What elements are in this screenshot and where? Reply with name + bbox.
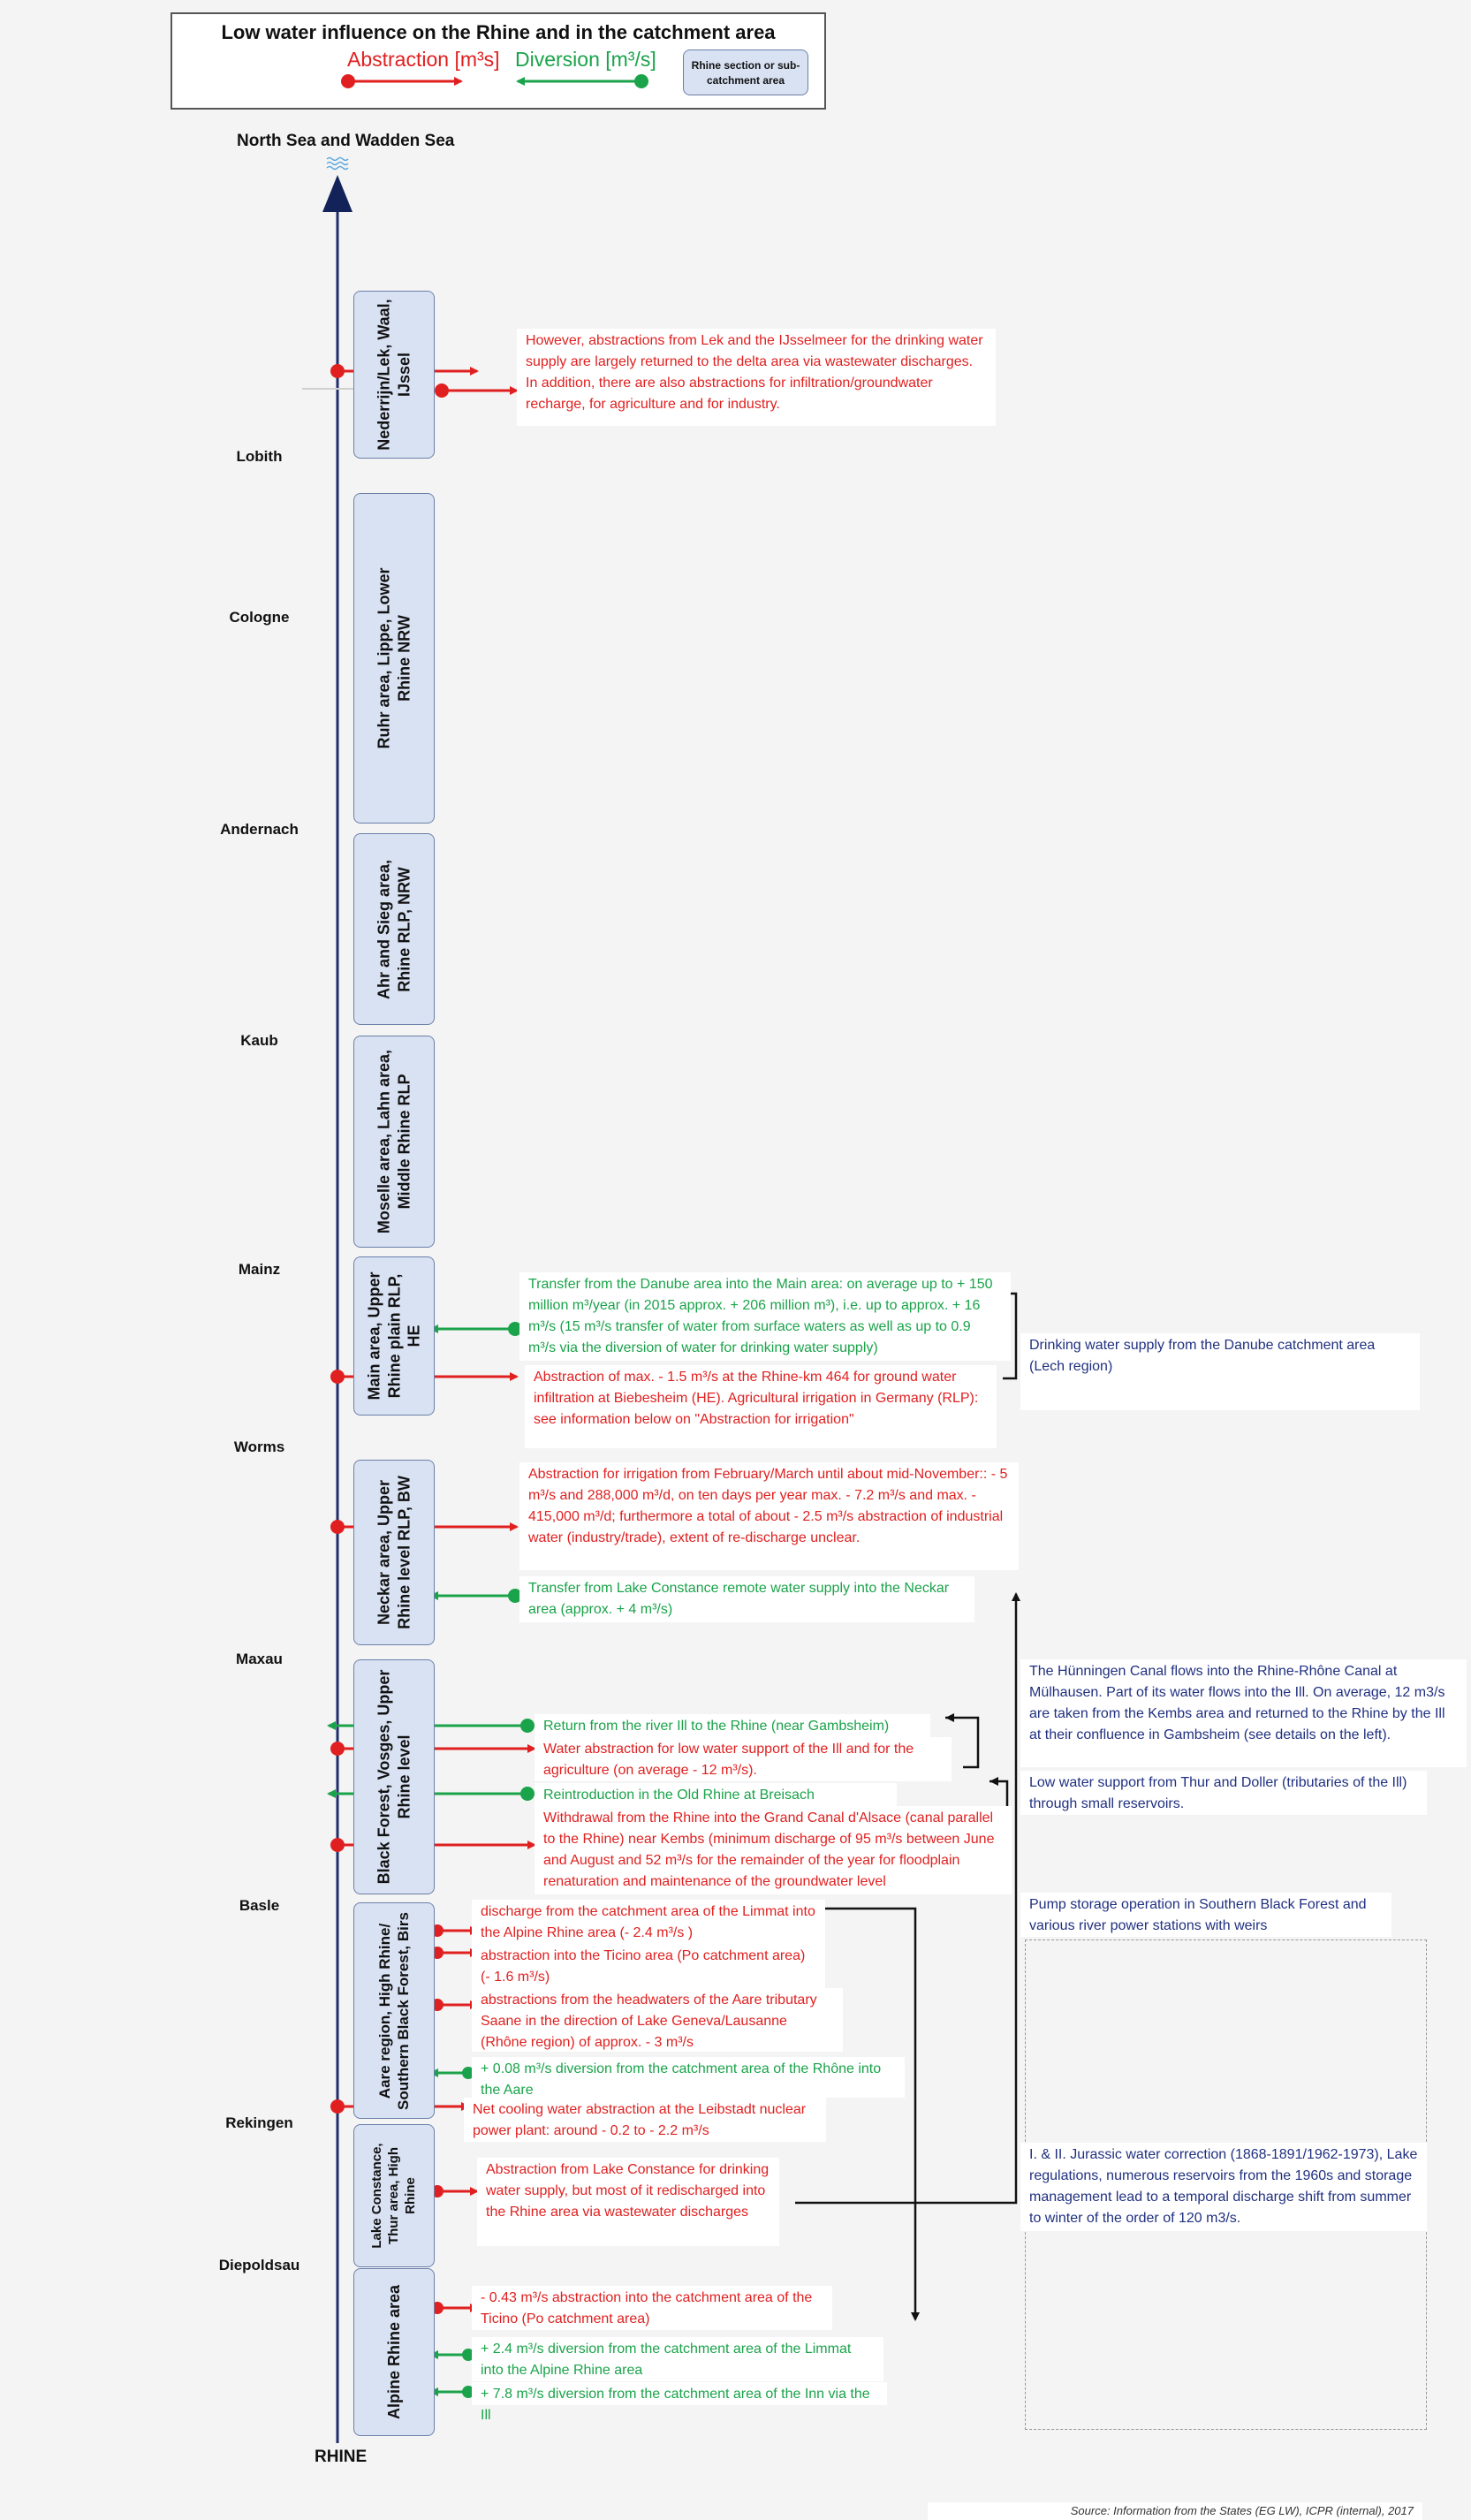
station-andernach: Andernach	[220, 821, 299, 838]
legend-diversion-arrow	[516, 74, 648, 88]
note-limmat: discharge from the catchment area of the…	[472, 1900, 825, 1944]
sea-label: North Sea and Wadden Sea	[237, 132, 455, 150]
section-label: Lake Constance, Thur area, High Rhine	[368, 2143, 418, 2249]
note-breisach: Reintroduction in the Old Rhine at Breis…	[535, 1783, 897, 1806]
river-mouth-arrowhead	[322, 175, 353, 212]
note-ill-return: Return from the river Ill to the Rhine (…	[535, 1714, 930, 1737]
section-label: Aare region, High Rhine/ Southern Black …	[375, 1911, 412, 2110]
station-kaub: Kaub	[240, 1032, 278, 1049]
note-jura: I. & II. Jurassic water correction (1868…	[1020, 2143, 1427, 2231]
section-label: Nederrijn/Lek, Waal, IJssel	[375, 299, 413, 451]
legend: Low water influence on the Rhine and in …	[171, 12, 826, 110]
section-label: Neckar area, Upper Rhine level RLP, BW	[375, 1476, 413, 1629]
note-rhone: + 0.08 m³/s diversion from the catchment…	[472, 2057, 905, 2098]
note-thur-doller: Low water support from Thur and Doller (…	[1020, 1771, 1427, 1815]
station-rekingen: Rekingen	[225, 2114, 293, 2131]
river-label: RHINE	[315, 2448, 368, 2466]
section-neckar: Neckar area, Upper Rhine level RLP, BW	[353, 1460, 435, 1645]
section-moselle: Moselle area, Lahn area, Middle Rhine RL…	[353, 1036, 435, 1248]
legend-abstraction-arrow	[341, 74, 463, 88]
section-nederrijn: Nederrijn/Lek, Waal, IJssel	[353, 291, 435, 459]
note-alpine-limmat: + 2.4 m³/s diversion from the catchment …	[472, 2337, 883, 2381]
station-worms: Worms	[233, 1438, 285, 1455]
note-ticino: abstraction into the Ticino area (Po cat…	[472, 1944, 825, 1988]
note-saane: abstractions from the headwaters of the …	[472, 1988, 843, 2052]
note-neckar-transfer: Transfer from Lake Constance remote wate…	[519, 1576, 974, 1622]
section-label: Ahr and Sieg area, Rhine RLP, NRW	[375, 859, 413, 999]
section-black-forest: Black Forest, Vosges, Upper Rhine level	[353, 1659, 435, 1894]
station-mainz: Mainz	[238, 1261, 281, 1278]
note-kembs: Withdrawal from the Rhine into the Grand…	[535, 1806, 1012, 1894]
note-danube-supply: Drinking water supply from the Danube ca…	[1020, 1333, 1420, 1410]
note-huningen: The Hünningen Canal flows into the Rhine…	[1020, 1659, 1467, 1767]
note-neckar-irrigation: Abstraction for irrigation from February…	[519, 1462, 1019, 1570]
section-label: Ruhr area, Lippe, Lower Rhine NRW	[375, 567, 413, 749]
section-main: Main area, Upper Rhine plain RLP, HE	[353, 1256, 435, 1416]
section-ruhr: Ruhr area, Lippe, Lower Rhine NRW	[353, 493, 435, 824]
section-label: Alpine Rhine area	[384, 2284, 403, 2420]
legend-abstraction-label: Abstraction [m³s]	[347, 48, 500, 71]
station-lobith: Lobith	[236, 448, 283, 465]
note-alpine-ticino: - 0.43 m³/s abstraction into the catchme…	[472, 2286, 832, 2330]
section-ahr-sieg: Ahr and Sieg area, Rhine RLP, NRW	[353, 833, 435, 1025]
note-main-transfer: Transfer from the Danube area into the M…	[519, 1272, 1011, 1361]
section-label: Moselle area, Lahn area, Middle Rhine RL…	[375, 1049, 413, 1234]
section-lake-constance: Lake Constance, Thur area, High Rhine	[353, 2124, 435, 2267]
note-leibstadt: Net cooling water abstraction at the Lei…	[464, 2098, 826, 2142]
source-note: Source: Information from the States (EG …	[928, 2502, 1422, 2520]
note-lake-constance: Abstraction from Lake Constance for drin…	[477, 2158, 779, 2246]
section-aare: Aare region, High Rhine/ Southern Black …	[353, 1902, 435, 2119]
note-ill-abstraction: Water abstraction for low water support …	[535, 1737, 952, 1781]
section-label: Black Forest, Vosges, Upper Rhine level	[375, 1669, 413, 1885]
note-alpine-inn: + 7.8 m³/s diversion from the catchment …	[472, 2382, 887, 2423]
section-label: Main area, Upper Rhine plain RLP, HE	[365, 1271, 423, 1400]
note-main-abstraction: Abstraction of max. - 1.5 m³/s at the Rh…	[525, 1365, 997, 1448]
legend-title: Low water influence on the Rhine and in …	[221, 21, 776, 43]
sea-waves-icon	[326, 156, 349, 171]
station-cologne: Cologne	[229, 609, 290, 626]
note-delta: However, abstractions from Lek and the I…	[517, 329, 996, 426]
station-diepoldsau: Diepoldsau	[218, 2257, 300, 2273]
legend-diversion-label: Diversion [m³/s]	[515, 48, 656, 71]
section-alpine-rhine: Alpine Rhine area	[353, 2268, 435, 2436]
station-maxau: Maxau	[236, 1651, 283, 1667]
note-pump-storage: Pump storage operation in Southern Black…	[1020, 1893, 1391, 1937]
legend-section-sample: Rhine section or sub-catchment area	[683, 49, 808, 95]
station-basle: Basle	[239, 1897, 280, 1914]
